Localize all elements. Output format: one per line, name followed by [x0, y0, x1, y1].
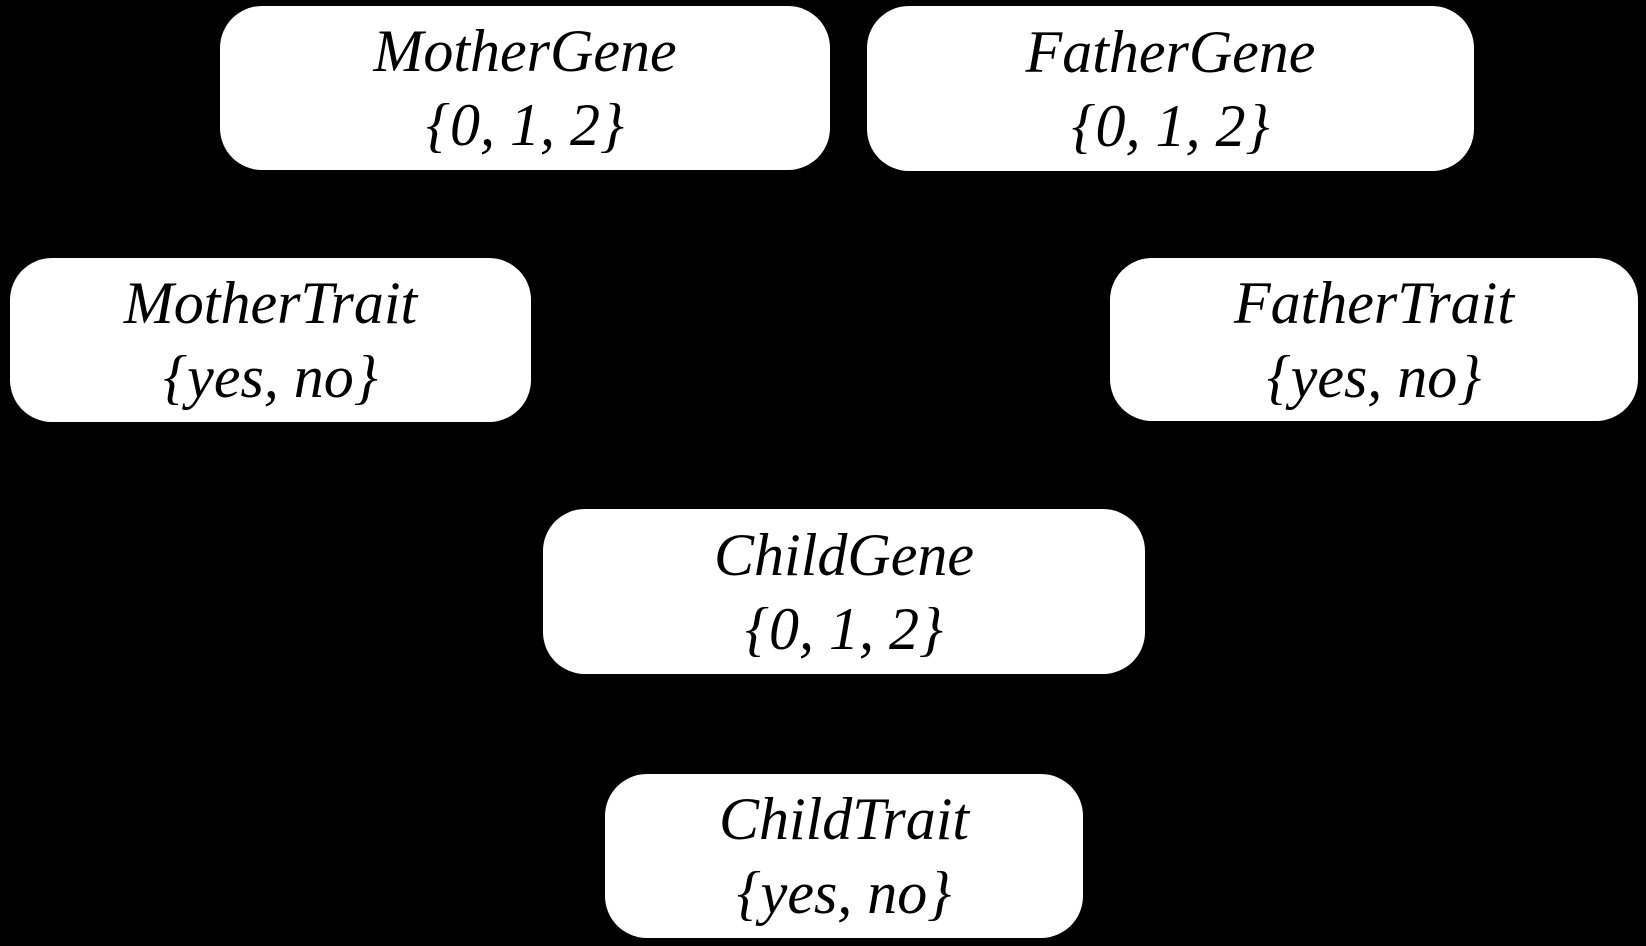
node-father-gene-label: FatherGene — [1025, 18, 1316, 85]
node-mother-trait-label: MotherTrait — [123, 270, 418, 336]
node-father-trait-label: FatherTrait — [1233, 269, 1515, 336]
node-father-gene-domain: {0, 1, 2} — [1071, 92, 1270, 159]
node-child-gene-label: ChildGene — [714, 521, 974, 588]
node-child-trait-label: ChildTrait — [718, 786, 970, 852]
node-father-gene: FatherGene {0, 1, 2} — [867, 6, 1474, 171]
node-mother-gene: MotherGene {0, 1, 2} — [220, 6, 830, 170]
node-child-trait-domain: {yes, no} — [736, 860, 952, 926]
node-mother-gene-label: MotherGene — [373, 18, 677, 84]
node-mother-gene-domain: {0, 1, 2} — [426, 92, 624, 158]
node-child-trait: ChildTrait {yes, no} — [605, 774, 1083, 938]
node-mother-trait: MotherTrait {yes, no} — [10, 258, 531, 422]
node-father-trait: FatherTrait {yes, no} — [1110, 258, 1638, 421]
node-child-gene-domain: {0, 1, 2} — [745, 595, 943, 662]
node-mother-trait-domain: {yes, no} — [163, 344, 378, 410]
node-child-gene: ChildGene {0, 1, 2} — [543, 509, 1145, 674]
node-father-trait-domain: {yes, no} — [1266, 343, 1482, 410]
